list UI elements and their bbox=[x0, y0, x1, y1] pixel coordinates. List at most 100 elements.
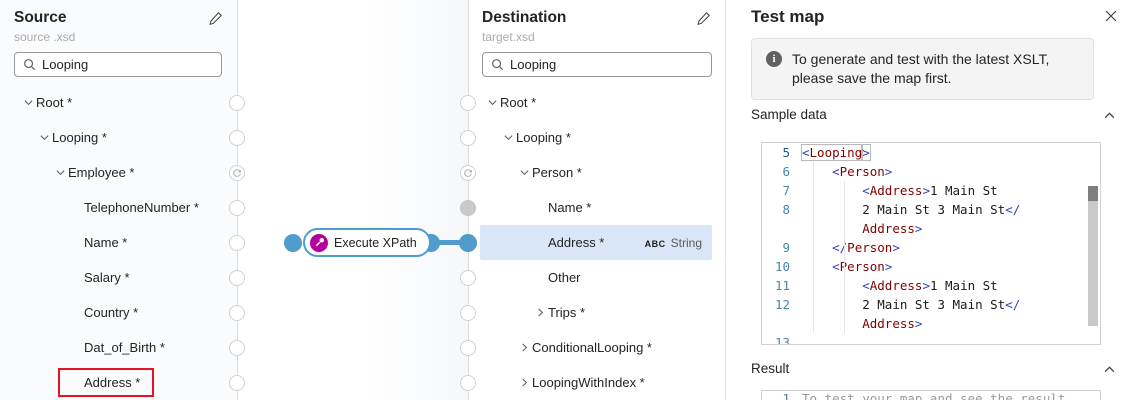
code-line: 5<Looping> bbox=[782, 144, 872, 161]
source-schema-filename: source .xsd bbox=[14, 30, 76, 44]
execute-xpath-function-node[interactable]: Execute XPath bbox=[303, 228, 431, 257]
source-connector-looping[interactable] bbox=[229, 129, 245, 146]
tree-item-label: Employee * bbox=[68, 165, 135, 180]
sample-code-lines: 5<Looping>6 <Person>7 <Address>1 Main St… bbox=[762, 143, 1100, 344]
collapse-sample-data-icon[interactable] bbox=[1103, 109, 1116, 122]
tree-item-label: Other bbox=[548, 270, 581, 285]
data-type-badge: ABC String bbox=[645, 236, 702, 250]
chevron-right-icon[interactable] bbox=[516, 377, 532, 388]
destination-connector-conditionallooping[interactable] bbox=[460, 339, 476, 356]
source-search-box[interactable] bbox=[14, 52, 222, 77]
destination-tree-item-name[interactable]: Name * bbox=[480, 190, 712, 225]
edit-destination-schema-icon[interactable] bbox=[696, 11, 711, 26]
destination-panel-header: Destination target.xsd bbox=[482, 9, 711, 44]
destination-connector-looping[interactable] bbox=[460, 129, 476, 146]
source-tree-item-address[interactable]: Address * bbox=[16, 365, 227, 400]
source-connector-dat-of-birth[interactable] bbox=[229, 339, 245, 356]
source-tree: Root * Looping * Employee * TelephoneNum… bbox=[16, 85, 227, 400]
test-map-title: Test map bbox=[751, 7, 825, 26]
save-map-info-banner: i To generate and test with the latest X… bbox=[751, 38, 1094, 100]
code-line: 8 2 Main St 3 Main St</ bbox=[782, 202, 1021, 217]
source-tree-item-name[interactable]: Name * bbox=[16, 225, 227, 260]
annotation-highlight-box bbox=[58, 368, 154, 397]
code-line: 7 <Address>1 Main St bbox=[782, 183, 998, 198]
data-type-label: String bbox=[670, 235, 702, 250]
source-connector-name[interactable] bbox=[229, 234, 245, 251]
result-section-label: Result bbox=[751, 361, 790, 376]
destination-tree-item-address-selected[interactable]: Address * ABC String bbox=[480, 225, 712, 260]
result-placeholder-text: To test your map and see the result bbox=[802, 391, 1066, 400]
destination-tree-item-conditionallooping[interactable]: ConditionalLooping * bbox=[480, 330, 712, 365]
source-connector-root[interactable] bbox=[229, 94, 245, 111]
wrench-icon bbox=[310, 233, 328, 252]
destination-tree-item-person[interactable]: Person * bbox=[480, 155, 712, 190]
collapse-result-icon[interactable] bbox=[1103, 363, 1116, 376]
source-search-input[interactable] bbox=[42, 57, 213, 72]
destination-connector-trips[interactable] bbox=[460, 304, 476, 321]
source-tree-item-dat-of-birth[interactable]: Dat_of_Birth * bbox=[16, 330, 227, 365]
result-code-editor[interactable]: 1 To test your map and see the result bbox=[761, 390, 1101, 400]
xpath-to-address-edge[interactable] bbox=[430, 240, 468, 245]
mapping-canvas[interactable] bbox=[237, 0, 468, 400]
chevron-down-icon[interactable] bbox=[500, 132, 516, 143]
destination-tree-item-other[interactable]: Other bbox=[480, 260, 712, 295]
source-connector-salary[interactable] bbox=[229, 269, 245, 286]
tree-item-label: Looping * bbox=[52, 130, 107, 145]
code-line: 11 <Address>1 Main St bbox=[774, 278, 998, 293]
source-connector-employee-loop-icon[interactable] bbox=[229, 164, 245, 181]
destination-connector-address-connected[interactable] bbox=[459, 233, 477, 252]
indent-guide bbox=[813, 162, 814, 333]
tree-item-label: Name * bbox=[548, 200, 592, 215]
destination-tree-item-trips[interactable]: Trips * bbox=[480, 295, 712, 330]
editor-scrollbar-cap bbox=[1088, 186, 1098, 201]
source-connector-telephonenumber[interactable] bbox=[229, 199, 245, 216]
destination-tree-item-loopingwithindex[interactable]: LoopingWithIndex * bbox=[480, 365, 712, 400]
source-connector-address[interactable] bbox=[229, 374, 245, 391]
tree-item-label: Root * bbox=[500, 95, 537, 110]
tree-item-label: Person * bbox=[532, 165, 582, 180]
destination-tree-item-root[interactable]: Root * bbox=[480, 85, 712, 120]
source-panel-title: Source bbox=[14, 9, 67, 26]
destination-tree-item-looping[interactable]: Looping * bbox=[480, 120, 712, 155]
chevron-down-icon[interactable] bbox=[484, 97, 500, 108]
source-tree-item-country[interactable]: Country * bbox=[16, 295, 227, 330]
code-line: Address> bbox=[862, 221, 923, 236]
source-tree-item-employee[interactable]: Employee * bbox=[16, 155, 227, 190]
close-icon[interactable] bbox=[1104, 9, 1118, 23]
chevron-right-icon[interactable] bbox=[516, 342, 532, 353]
text-cursor bbox=[869, 145, 872, 160]
sample-data-code-editor[interactable]: 5<Looping>6 <Person>7 <Address>1 Main St… bbox=[761, 142, 1101, 345]
xpath-input-handle[interactable] bbox=[284, 233, 302, 252]
source-tree-item-telephonenumber[interactable]: TelephoneNumber * bbox=[16, 190, 227, 225]
destination-schema-filename: target.xsd bbox=[482, 30, 535, 44]
source-tree-item-salary[interactable]: Salary * bbox=[16, 260, 227, 295]
destination-search-input[interactable] bbox=[510, 57, 703, 72]
tree-item-label: Country * bbox=[84, 305, 139, 320]
destination-connector-person-loop-icon[interactable] bbox=[460, 164, 476, 181]
tree-item-label: TelephoneNumber * bbox=[84, 200, 199, 215]
destination-connector-root[interactable] bbox=[460, 94, 476, 111]
destination-search-box[interactable] bbox=[482, 52, 712, 77]
indent-guide bbox=[844, 181, 845, 333]
source-tree-item-root[interactable]: Root * bbox=[16, 85, 227, 120]
source-tree-item-looping[interactable]: Looping * bbox=[16, 120, 227, 155]
code-line: 9 </Person> bbox=[782, 240, 900, 255]
chevron-down-icon[interactable] bbox=[516, 167, 532, 178]
chevron-down-icon[interactable] bbox=[36, 132, 52, 143]
info-icon: i bbox=[766, 51, 782, 67]
editor-scrollbar[interactable] bbox=[1088, 186, 1098, 326]
source-panel-header: Source source .xsd bbox=[14, 9, 223, 44]
chevron-right-icon[interactable] bbox=[532, 307, 548, 318]
code-line: 10 <Person> bbox=[774, 259, 893, 274]
chevron-down-icon[interactable] bbox=[20, 97, 36, 108]
chevron-down-icon[interactable] bbox=[52, 167, 68, 178]
destination-panel-title: Destination bbox=[482, 9, 567, 26]
destination-connector-name[interactable] bbox=[460, 199, 476, 216]
edit-source-schema-icon[interactable] bbox=[208, 11, 223, 26]
destination-connector-loopingwithindex[interactable] bbox=[460, 374, 476, 391]
destination-panel: Destination target.xsd Root * Looping * … bbox=[468, 0, 725, 400]
tree-item-label: Trips * bbox=[548, 305, 586, 320]
source-connector-country[interactable] bbox=[229, 304, 245, 321]
destination-connector-other[interactable] bbox=[460, 269, 476, 286]
